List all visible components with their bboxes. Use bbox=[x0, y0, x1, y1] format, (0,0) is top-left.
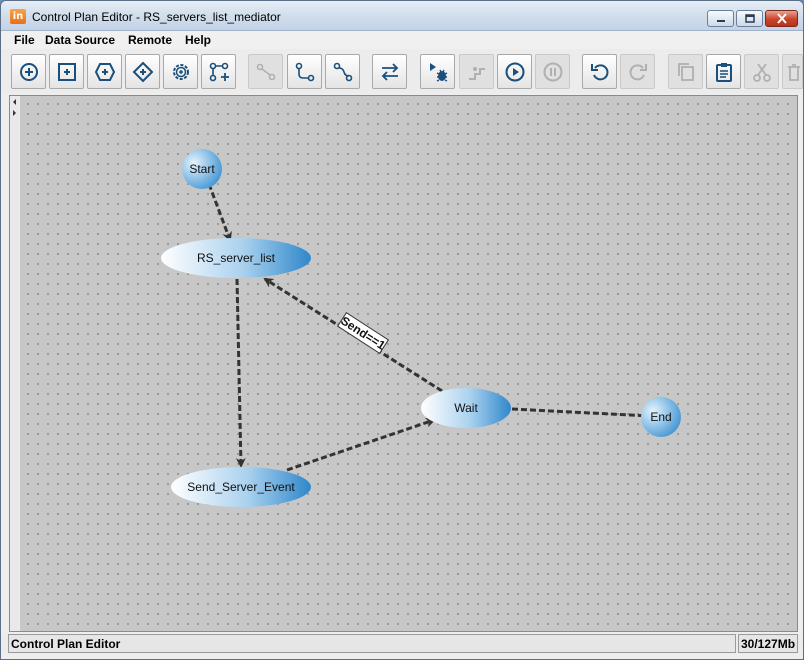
connect-alt-button[interactable] bbox=[325, 54, 360, 89]
status-bar: Control Plan Editor 30/127Mb bbox=[1, 634, 803, 654]
node-rs-server-list-label: RS_server_list bbox=[197, 251, 276, 265]
add-gear-node-icon bbox=[172, 63, 189, 80]
node-end[interactable]: End bbox=[641, 397, 681, 437]
swap-button[interactable] bbox=[372, 54, 407, 89]
edge-label-box bbox=[336, 311, 390, 355]
edge-label-text: Send==1 bbox=[338, 314, 388, 353]
add-decision-node-icon bbox=[132, 61, 153, 82]
close-button[interactable] bbox=[765, 10, 798, 27]
node-start[interactable]: Start bbox=[182, 149, 222, 189]
toolbar bbox=[1, 49, 803, 93]
menu-bar: File Data Source Remote Help bbox=[1, 31, 803, 49]
connect-disabled-icon bbox=[256, 63, 275, 80]
diagram-canvas[interactable]: Send==1 Start RS_server_list Wait bbox=[20, 96, 797, 631]
add-hexagon-node-icon bbox=[94, 62, 115, 81]
maximize-icon bbox=[744, 13, 755, 23]
edge-start-to-rs-server-list[interactable] bbox=[207, 183, 232, 242]
add-branch-node-icon bbox=[209, 62, 229, 81]
node-send-server-event[interactable]: Send_Server_Event bbox=[171, 467, 311, 507]
minimize-icon bbox=[716, 19, 725, 22]
copy-button-disabled[interactable] bbox=[668, 54, 703, 89]
undo-icon bbox=[590, 63, 608, 80]
node-send-server-event-label: Send_Server_Event bbox=[187, 480, 295, 494]
minimize-button[interactable] bbox=[707, 10, 734, 27]
menu-data-source[interactable]: Data Source bbox=[45, 33, 116, 47]
cut-disabled-icon bbox=[752, 62, 771, 82]
play-icon bbox=[505, 62, 524, 81]
maximize-button[interactable] bbox=[736, 10, 763, 27]
node-start-label: Start bbox=[189, 162, 215, 176]
add-gear-node-button[interactable] bbox=[163, 54, 198, 89]
node-end-label: End bbox=[650, 410, 671, 424]
debug-button[interactable] bbox=[420, 54, 455, 89]
paste-icon bbox=[715, 62, 732, 82]
add-task-node-button[interactable] bbox=[49, 54, 84, 89]
add-start-node-icon bbox=[19, 62, 38, 81]
edge-rs-server-list-to-send-server-event[interactable] bbox=[235, 278, 246, 468]
edge-label-send-condition[interactable]: Send==1 bbox=[336, 311, 390, 355]
collapse-arrows-icon bbox=[13, 99, 16, 116]
redo-button-disabled[interactable] bbox=[620, 54, 655, 89]
add-hexagon-node-button[interactable] bbox=[87, 54, 122, 89]
redo-disabled-icon bbox=[629, 63, 647, 80]
undo-button[interactable] bbox=[582, 54, 617, 89]
step-disabled-icon bbox=[468, 66, 485, 80]
close-icon bbox=[776, 13, 787, 24]
status-text: Control Plan Editor bbox=[8, 634, 736, 653]
diagram-panel: Send==1 Start RS_server_list Wait bbox=[9, 95, 798, 632]
add-task-node-icon bbox=[57, 62, 76, 81]
title-bar[interactable]: in Control Plan Editor - RS_servers_list… bbox=[1, 1, 803, 31]
add-branch-node-button[interactable] bbox=[201, 54, 236, 89]
edge-send-server-event-to-wait[interactable] bbox=[286, 417, 436, 472]
memory-usage: 30/127Mb bbox=[738, 634, 798, 653]
swap-icon bbox=[381, 62, 398, 81]
copy-disabled-icon bbox=[677, 62, 694, 81]
debug-icon bbox=[429, 62, 447, 82]
connect-icon bbox=[295, 62, 314, 81]
play-button[interactable] bbox=[497, 54, 532, 89]
flow-diagram: Send==1 Start RS_server_list Wait bbox=[161, 149, 681, 507]
add-start-node-button[interactable] bbox=[11, 54, 46, 89]
step-button-disabled[interactable] bbox=[459, 54, 494, 89]
node-wait[interactable]: Wait bbox=[421, 388, 511, 428]
menu-remote[interactable]: Remote bbox=[128, 33, 173, 47]
window-title: Control Plan Editor - RS_servers_list_me… bbox=[32, 10, 281, 24]
delete-button-disabled[interactable] bbox=[782, 54, 803, 89]
delete-disabled-icon bbox=[787, 63, 800, 81]
pause-disabled-icon bbox=[543, 62, 562, 81]
node-wait-label: Wait bbox=[454, 401, 478, 415]
paste-button[interactable] bbox=[706, 54, 741, 89]
connect-button[interactable] bbox=[287, 54, 322, 89]
add-decision-node-button[interactable] bbox=[125, 54, 160, 89]
panel-collapse-strip[interactable] bbox=[10, 96, 19, 631]
menu-help[interactable]: Help bbox=[185, 33, 212, 47]
connect-alt-icon bbox=[333, 62, 352, 81]
cut-button-disabled[interactable] bbox=[744, 54, 779, 89]
connect-button-disabled[interactable] bbox=[248, 54, 283, 89]
app-logo-icon: in bbox=[10, 9, 26, 24]
node-rs-server-list[interactable]: RS_server_list bbox=[161, 238, 311, 278]
pause-button-disabled[interactable] bbox=[535, 54, 570, 89]
edge-wait-to-end[interactable] bbox=[511, 407, 652, 421]
menu-file[interactable]: File bbox=[14, 33, 35, 47]
